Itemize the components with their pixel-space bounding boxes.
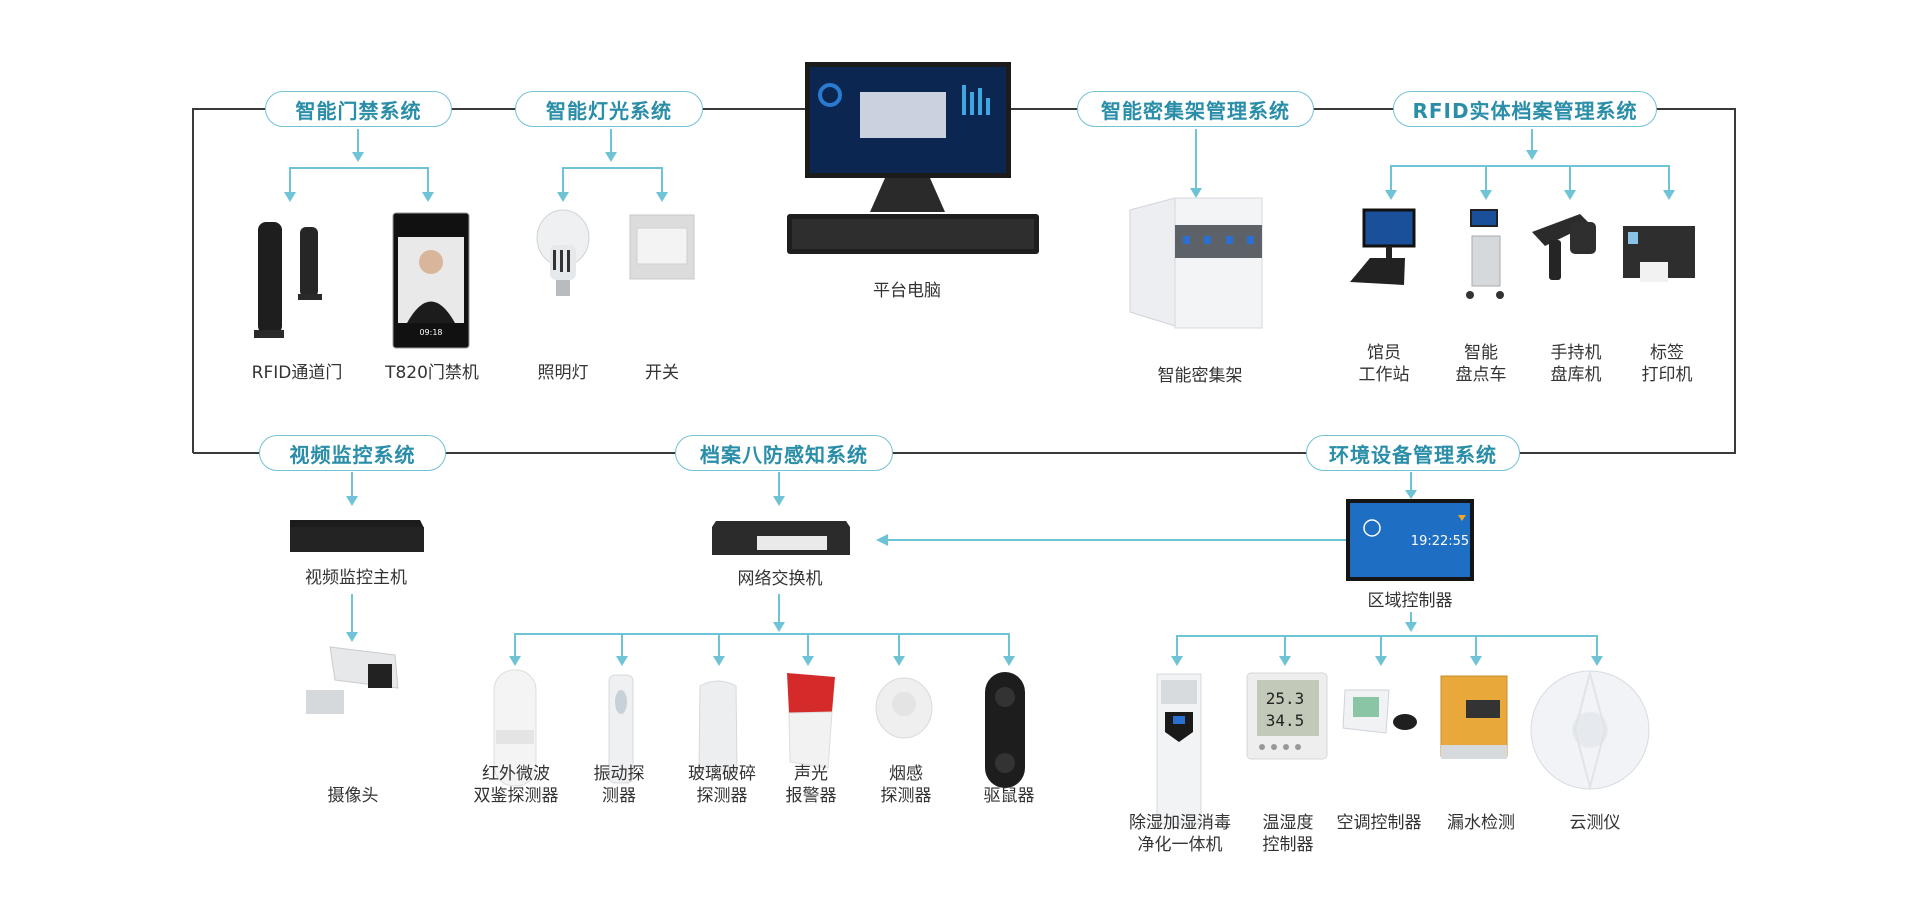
label-cloud-sensor: 云测仪 [1569, 813, 1621, 833]
branch-access-control [289, 167, 429, 198]
terminal-time: 09:18 [419, 328, 442, 337]
workstation-icon [1350, 208, 1416, 285]
controller-time: 19:22:55 [1411, 534, 1469, 549]
handheld-reader-icon [1532, 214, 1596, 280]
rodent-repeller-icon [985, 672, 1025, 788]
light-bulb-icon [536, 209, 590, 296]
label-workstation: 馆员工作站 [1359, 342, 1410, 386]
region-controller-icon: 19:22:55 [1346, 499, 1474, 581]
platform-pc-icon [787, 62, 1039, 254]
inventory-cart-icon [1466, 209, 1504, 299]
face-terminal-icon: 09:18 [392, 212, 470, 349]
label-line: 声光 [794, 764, 828, 784]
system-eight-defense[interactable]: 档案八防感知系统 [675, 435, 893, 471]
label-ac-controller: 空调控制器 [1336, 813, 1422, 833]
label-rodent-repeller: 驱鼠器 [983, 786, 1035, 806]
label-line: 烟感 [889, 764, 923, 784]
system-video-surveillance[interactable]: 视频监控系统 [259, 435, 446, 471]
system-access-control[interactable]: 智能门禁系统 [265, 91, 452, 127]
system-compact-shelving[interactable]: 智能密集架管理系统 [1077, 91, 1314, 127]
label-line: 净化一体机 [1137, 835, 1223, 855]
water-leak-detector-icon [1440, 675, 1508, 759]
label-air-purifier: 除湿加湿消毒净化一体机 [1129, 812, 1231, 856]
cloud-sensor-icon [1530, 669, 1650, 791]
label-inventory-cart: 智能盘点车 [1456, 342, 1507, 386]
thermo-hygrometer-icon: 25.3 34.5 [1246, 672, 1328, 760]
ac-controller-icon [1342, 689, 1417, 734]
system-lighting[interactable]: 智能灯光系统 [515, 91, 703, 127]
air-purifier-icon [1156, 673, 1202, 825]
label-pir-detector: 红外微波双鉴探测器 [474, 763, 559, 807]
label-line: 工作站 [1358, 365, 1410, 385]
label-platform-pc: 平台电脑 [873, 281, 941, 301]
label-thermo-hygrometer: 温湿度控制器 [1263, 812, 1314, 856]
compact-shelf-icon [1129, 197, 1263, 329]
video-host-icon [290, 520, 424, 552]
label-line: 红外微波 [482, 764, 550, 784]
label-rfid-gate: RFID通道门 [251, 363, 343, 383]
system-rfid-archive[interactable]: RFID实体档案管理系统 [1393, 91, 1657, 127]
label-compact-shelf: 智能密集架 [1157, 366, 1243, 386]
network-switch-icon [712, 521, 850, 555]
label-handheld: 手持机盘库机 [1551, 342, 1602, 386]
label-network-switch: 网络交换机 [737, 569, 823, 589]
label-line: 探测器 [696, 786, 748, 806]
label-line: 探测器 [880, 786, 932, 806]
branch-sensors [514, 633, 1010, 660]
label-line: 馆员 [1367, 343, 1401, 363]
label-line: 打印机 [1641, 365, 1693, 385]
temperature-readout: 25.3 [1266, 689, 1305, 708]
label-label-printer: 标签打印机 [1642, 342, 1693, 386]
label-printer-icon [1623, 226, 1695, 282]
smoke-detector-icon [875, 677, 933, 739]
branch-environment [1176, 635, 1598, 660]
pir-detector-icon [493, 669, 537, 787]
label-line: 标签 [1650, 343, 1684, 363]
label-line: 盘点车 [1455, 365, 1507, 385]
label-face-terminal: T820门禁机 [385, 363, 479, 383]
label-line: 测器 [602, 786, 636, 806]
vibration-detector-icon [608, 674, 634, 784]
system-environment[interactable]: 环境设备管理系统 [1306, 435, 1520, 471]
label-video-host: 视频监控主机 [305, 568, 407, 588]
label-smoke-detector: 烟感探测器 [881, 763, 932, 807]
branch-rfid [1390, 165, 1670, 196]
label-region-controller: 区域控制器 [1367, 591, 1453, 611]
label-line: 控制器 [1262, 835, 1314, 855]
label-glass-break-detector: 玻璃破碎探测器 [688, 763, 756, 807]
label-strobe-alarm: 声光报警器 [786, 763, 837, 807]
label-switch: 开关 [645, 363, 679, 383]
label-line: 手持机 [1550, 343, 1602, 363]
label-vibration-detector: 振动探测器 [594, 763, 645, 807]
label-line: 报警器 [785, 786, 837, 806]
label-line: 温湿度 [1262, 813, 1314, 833]
label-light: 照明灯 [537, 363, 589, 383]
branch-lighting [562, 167, 663, 198]
label-line: 双鉴探测器 [473, 786, 559, 806]
humidity-readout: 34.5 [1266, 711, 1305, 730]
label-camera: 摄像头 [327, 786, 379, 806]
label-line: 智能 [1464, 343, 1498, 363]
strobe-alarm-icon [787, 673, 835, 769]
glass-break-detector-icon [698, 680, 738, 771]
label-line: 玻璃破碎 [688, 764, 756, 784]
camera-icon [306, 646, 399, 714]
label-water-leak-detector: 漏水检测 [1447, 813, 1515, 833]
label-line: 盘库机 [1550, 365, 1602, 385]
bus-loop [192, 108, 1736, 454]
rfid-gate-icon [254, 222, 322, 338]
wall-switch-icon [629, 214, 695, 280]
label-line: 振动探 [593, 764, 645, 784]
label-line: 除湿加湿消毒 [1129, 813, 1231, 833]
